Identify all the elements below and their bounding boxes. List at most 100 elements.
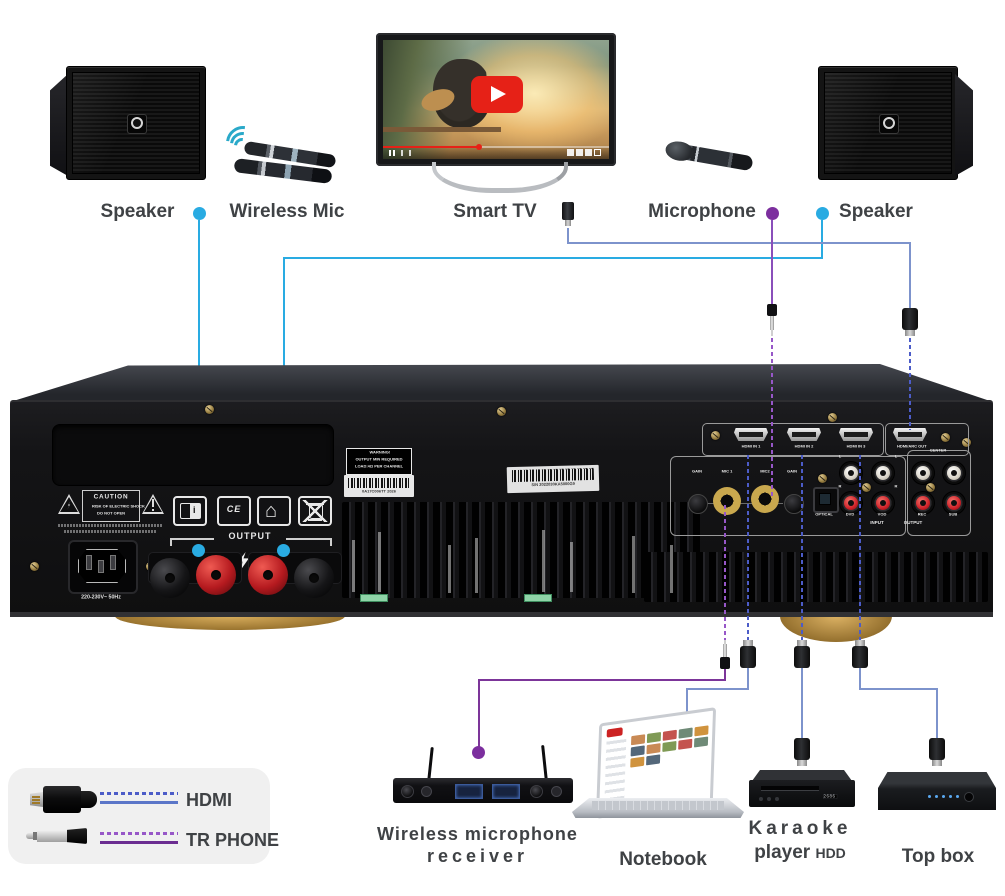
amplifier-rear-panel: CAUTION RISK OF ELECTRIC SHOCK DO NOT OP… — [10, 400, 993, 616]
label-smart-tv: Smart TV — [453, 201, 537, 222]
output-section-label: OUTPUT — [228, 531, 272, 541]
gain-knob — [784, 494, 804, 514]
smart-tv-image — [376, 33, 616, 166]
manual-icon: i — [173, 496, 207, 526]
antenna — [541, 744, 548, 782]
mic1-jack — [713, 487, 741, 515]
amp-foot-gold — [115, 616, 345, 630]
topbox-cable-h — [859, 688, 938, 690]
progress-dot — [475, 144, 482, 150]
amp-bottom-edge — [10, 612, 993, 617]
hdmi-arc-out-port — [893, 428, 927, 441]
legend-tr-phone-label: TR PHONE — [186, 830, 280, 850]
speaker-right-image — [818, 66, 958, 180]
label-karaoke-hdd: HDD — [815, 845, 846, 861]
play-icon — [491, 86, 506, 102]
screw — [828, 413, 837, 422]
house-icon: ⌂ — [257, 496, 291, 526]
receiver-cable-h — [478, 679, 726, 681]
label-karaoke-line1: Karaoke — [748, 818, 852, 839]
speaker-right-node — [816, 207, 829, 220]
load-warning-label: WARNING! OUTPUT MIN REQUIRED LOAD:4Ω PER… — [346, 448, 412, 475]
mic2-jack — [751, 485, 779, 513]
tv-hdmi-cable-v1 — [567, 228, 569, 244]
screw — [205, 405, 214, 414]
receiver-cable-v1 — [724, 669, 726, 681]
label-speaker-right: Speaker — [839, 201, 913, 222]
screw — [818, 474, 827, 483]
topbox-cable-v2 — [936, 688, 938, 738]
weee-bin-icon — [298, 496, 332, 526]
binding-post-red — [248, 555, 288, 595]
label-receiver-line2: receiver — [426, 846, 529, 866]
speaker-logo — [879, 114, 899, 134]
label-microphone: Microphone — [648, 201, 756, 222]
output-rca-panel — [907, 450, 971, 536]
screw — [862, 483, 871, 492]
bench — [383, 126, 501, 132]
label-top-box: Top box — [901, 846, 975, 867]
tr-phone-plug-icon — [26, 826, 100, 846]
binding-post-black — [150, 558, 190, 598]
center-label: CENTER — [929, 448, 947, 453]
hdmi1-dotted — [747, 455, 749, 640]
pause-icon — [389, 150, 391, 156]
amp-foot-gold — [780, 616, 892, 642]
screw — [941, 433, 950, 442]
legend-tr-dotted-line — [100, 832, 178, 835]
speaker-right-side — [955, 74, 973, 176]
legend-hdmi-label: HDMI — [186, 790, 232, 810]
speaker-right-cable-v1 — [821, 220, 823, 258]
receiver-display — [455, 784, 483, 799]
hdmi-plug-icon — [30, 784, 100, 814]
label-receiver-line1: Wireless microphone — [377, 824, 578, 844]
speaker-logo — [127, 114, 147, 134]
top-box-body — [878, 772, 996, 810]
label-wireless-mic: Wireless Mic — [229, 201, 345, 222]
label-notebook: Notebook — [619, 849, 707, 870]
hdmi-arc-panel — [885, 423, 969, 456]
mic2-dotted — [771, 338, 773, 496]
speaker-grille — [824, 72, 952, 174]
speaker-right-cable-h — [283, 257, 823, 259]
caution-label: CAUTION RISK OF ELECTRIC SHOCK DO NOT OP… — [58, 490, 164, 536]
screw — [962, 438, 971, 447]
legend-hdmi-dotted-line — [100, 792, 178, 795]
screw — [926, 483, 935, 492]
green-sticker — [524, 594, 552, 602]
caution-fine-print — [64, 530, 156, 533]
screw — [497, 407, 506, 416]
label-speaker-left: Speaker — [100, 201, 175, 222]
green-sticker — [360, 594, 388, 602]
tv-hdmi-cable-h — [567, 242, 911, 244]
optical-port — [813, 487, 839, 513]
receiver-display — [492, 784, 520, 799]
karaoke-cable-v — [801, 668, 803, 740]
gain-knob — [688, 494, 708, 514]
youtube-logo-badge — [606, 727, 623, 738]
barcode — [511, 467, 595, 483]
serial-label: S/N 2022030KA5000G9 — [506, 464, 600, 494]
center-jack — [942, 461, 966, 485]
legend-tr-solid-line — [100, 841, 178, 844]
microphone-node — [766, 207, 779, 220]
youtube-play-button — [471, 76, 523, 113]
mic-head — [664, 139, 695, 163]
topbox-cable-v1 — [859, 668, 861, 690]
receiver-body — [393, 778, 573, 803]
power-rating: 220-230V~ 50Hz — [81, 594, 121, 600]
amplifier-top-face — [10, 364, 993, 402]
speaker-left-side — [50, 74, 68, 176]
mic-input-panel — [670, 456, 906, 536]
antenna — [427, 746, 434, 782]
rec-l-jack — [911, 461, 935, 485]
notebook-base — [572, 798, 744, 818]
speaker-left-node — [193, 207, 206, 220]
notebook-cable-v1 — [747, 668, 749, 690]
mic-cable-v — [771, 220, 773, 306]
sub-jack — [942, 491, 966, 515]
output-node-right — [277, 544, 290, 557]
caution-line2: DO NOT OPEN — [96, 511, 125, 516]
player-display: 2686 — [823, 793, 838, 799]
